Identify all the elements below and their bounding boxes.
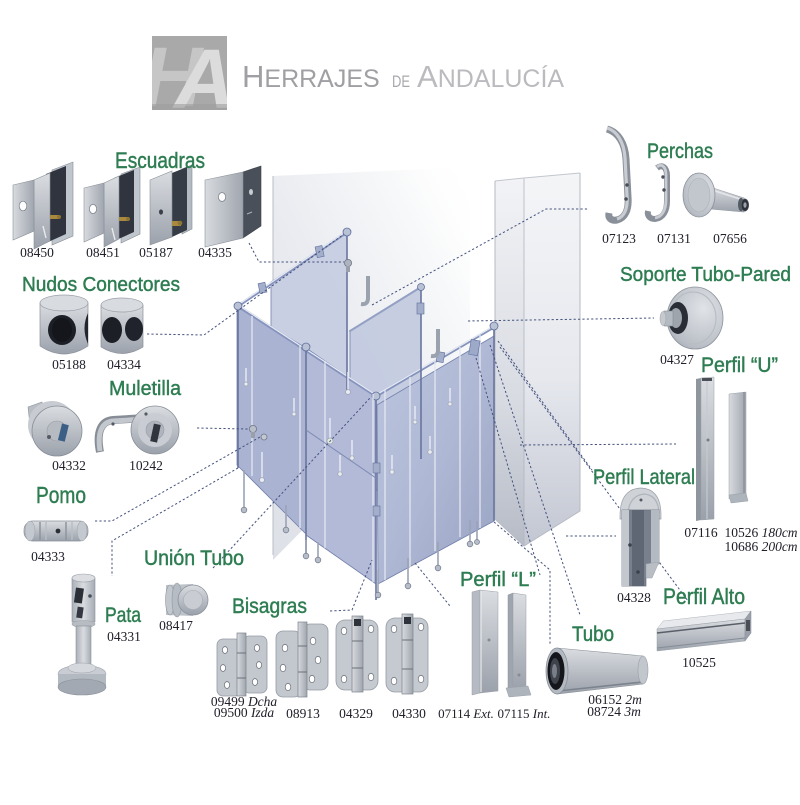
svg-text:Perfil Lateral: Perfil Lateral (593, 466, 695, 489)
svg-text:10526 180cm: 10526 180cm (724, 525, 797, 540)
svg-text:DE: DE (392, 72, 410, 91)
svg-text:07131: 07131 (657, 231, 691, 246)
svg-text:Pata: Pata (105, 604, 141, 627)
svg-text:04332: 04332 (52, 458, 86, 473)
svg-text:H: H (142, 30, 205, 124)
svg-text:04329: 04329 (339, 706, 373, 721)
svg-text:Muletilla: Muletilla (109, 378, 182, 400)
svg-text:ANDALUCÍA: ANDALUCÍA (417, 59, 564, 94)
svg-text:09499 Dcha: 09499 Dcha (211, 694, 278, 709)
svg-text:07115 Int.: 07115 Int. (498, 706, 551, 721)
svg-text:Escuadras: Escuadras (115, 148, 205, 173)
svg-text:04335: 04335 (198, 245, 232, 260)
svg-text:07116: 07116 (684, 525, 717, 540)
svg-text:10686 200cm: 10686 200cm (724, 539, 797, 554)
svg-text:Perchas: Perchas (647, 140, 713, 163)
svg-text:Pomo: Pomo (36, 482, 86, 508)
svg-text:07123: 07123 (602, 231, 636, 246)
svg-text:A: A (172, 32, 235, 126)
svg-text:10525: 10525 (682, 655, 716, 670)
svg-text:08450: 08450 (20, 245, 54, 260)
svg-text:04330: 04330 (392, 706, 426, 721)
svg-text:Perfil “U”: Perfil “U” (701, 354, 778, 377)
svg-text:05187: 05187 (139, 245, 173, 260)
svg-text:04334: 04334 (107, 357, 141, 372)
svg-text:Bisagras: Bisagras (232, 595, 307, 618)
svg-text:10242: 10242 (129, 458, 163, 473)
svg-text:04331: 04331 (107, 629, 141, 644)
svg-text:09500 Izda: 09500 Izda (214, 705, 275, 720)
svg-text:07656: 07656 (713, 231, 747, 246)
svg-text:04327: 04327 (660, 352, 694, 367)
svg-text:08417: 08417 (159, 618, 193, 633)
svg-text:04328: 04328 (617, 590, 651, 605)
svg-text:05188: 05188 (52, 357, 86, 372)
svg-text:Tubo: Tubo (572, 623, 614, 646)
svg-text:HERRAJES: HERRAJES (242, 59, 380, 94)
svg-text:Perfil “L”: Perfil “L” (460, 569, 536, 591)
svg-text:07114 Ext.: 07114 Ext. (438, 706, 494, 721)
svg-text:08724 3m: 08724 3m (587, 704, 641, 719)
svg-text:Unión Tubo: Unión Tubo (144, 547, 244, 570)
svg-text:Nudos Conectores: Nudos Conectores (22, 274, 180, 296)
svg-text:04333: 04333 (31, 549, 65, 564)
svg-text:Perfil Alto: Perfil Alto (663, 584, 745, 609)
svg-text:Soporte Tubo-Pared: Soporte Tubo-Pared (620, 264, 791, 286)
svg-text:08451: 08451 (86, 245, 120, 260)
svg-text:06152 2m: 06152 2m (588, 692, 642, 707)
svg-text:08913: 08913 (286, 706, 320, 721)
